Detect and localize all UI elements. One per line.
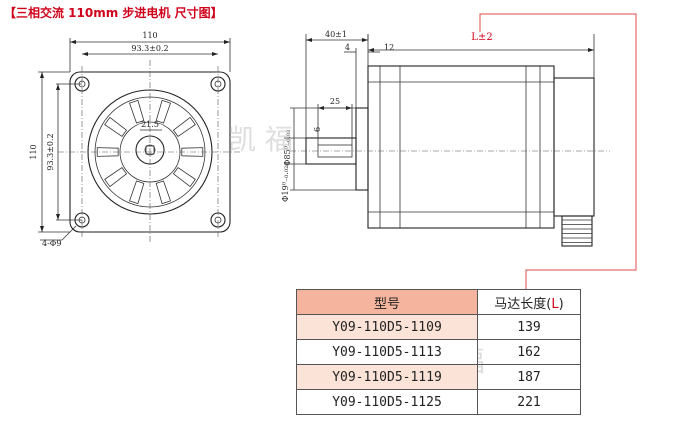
dim-shaft-dia: Φ19⁰₋₀.₀₂ [281, 166, 290, 202]
dim-motor-length: L±2 [471, 32, 492, 43]
cell-model: Y09-110D5-1119 [296, 364, 478, 390]
spec-table: 型号 马达长度(L) Y09-110D5-1109 139 Y09-110D5-… [296, 289, 581, 415]
cell-length: 221 [477, 389, 581, 415]
cell-model: Y09-110D5-1113 [296, 339, 478, 365]
cell-model: Y09-110D5-1109 [296, 314, 478, 340]
leader-line [479, 13, 637, 290]
rotor-spoke [104, 167, 128, 188]
pilot-boss [355, 107, 369, 191]
side-view: 40±1 4 12 25 6 Φ85⁰₋₀.₀₃ Φ19⁰₋₀.₀₂ [281, 13, 637, 290]
drawing-title: 【三相交流 110mm 步进电机 尺寸图】 [4, 6, 223, 20]
cell-length: 162 [477, 339, 581, 365]
cell-length: 139 [477, 314, 581, 340]
rotor-spoke [172, 167, 196, 188]
rotor-spokes [96, 99, 204, 205]
dim-key-len: 25 [330, 97, 340, 106]
rotor-spoke [155, 180, 172, 205]
rotor-spoke [104, 116, 128, 137]
table-row: Y09-110D5-1119 187 [296, 364, 581, 390]
dim-boss-length: 40±1 [325, 30, 347, 39]
dim-flange-thk: 4 [345, 43, 350, 52]
rotor-spoke [172, 116, 196, 137]
table-row: Y09-110D5-1125 221 [296, 389, 581, 415]
dim-shaft-flat: 21.5 [141, 120, 159, 129]
dim-height-total: 110 [29, 144, 38, 159]
cell-model: Y09-110D5-1125 [296, 389, 478, 415]
rotor-spoke [96, 147, 119, 157]
front-view: 110 93.3±0.2 110 93.3±0.2 21.5 4 [29, 31, 242, 248]
header-length: 马达长度(L) [477, 289, 581, 315]
rotor-spoke [128, 99, 145, 124]
watermark: 凯 福 [228, 123, 293, 156]
dim-key-width: 6 [313, 127, 322, 132]
dim-holes: 4-Φ9 [42, 239, 61, 248]
rear-cap [553, 77, 595, 217]
dim-pilot-len: 12 [384, 43, 394, 52]
dim-width-total: 110 [142, 31, 157, 40]
dim-bolt-pitch-v: 93.3±0.2 [46, 133, 55, 170]
table-row: Y09-110D5-1109 139 [296, 314, 581, 340]
rotor-spoke [155, 99, 172, 124]
dim-bolt-pitch-h: 93.3±0.2 [131, 44, 168, 53]
connector [561, 215, 593, 247]
cell-length: 187 [477, 364, 581, 390]
table-row: Y09-110D5-1113 162 [296, 339, 581, 365]
header-model: 型号 [296, 289, 478, 315]
rotor-spoke [128, 180, 145, 205]
dim-pilot-dia: Φ85⁰₋₀.₀₃ [283, 130, 292, 166]
rotor-spoke [181, 147, 204, 157]
